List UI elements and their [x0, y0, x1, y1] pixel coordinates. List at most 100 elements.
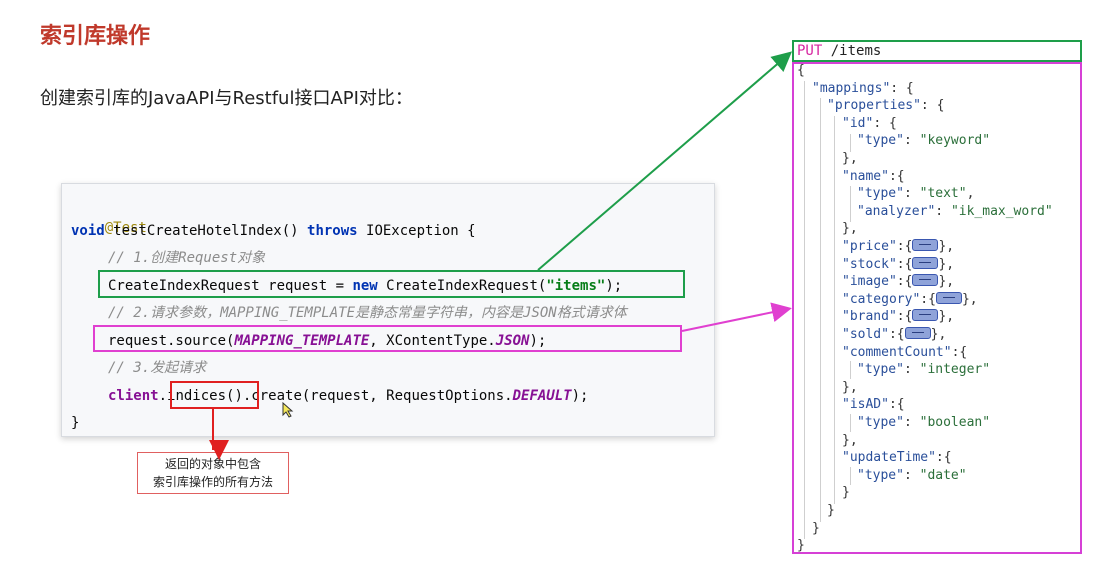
statement-end: ); [605, 278, 623, 294]
constructor-call: CreateIndexRequest( [377, 278, 547, 294]
json-line: "type": "keyword" [857, 132, 990, 150]
json-punct: } [812, 520, 820, 536]
json-punct: :{ [888, 397, 905, 413]
json-line: "updateTime":{ [842, 449, 952, 467]
json-value: "ik_max_word" [950, 203, 1053, 219]
collapsed-block-icon[interactable] [912, 239, 939, 251]
json-line: "id": { [842, 115, 897, 133]
json-key: "id" [842, 115, 874, 131]
indent-guide [820, 98, 821, 522]
indent-guide [850, 414, 851, 432]
index-name-string: "items" [546, 278, 606, 294]
json-key: "price" [842, 239, 897, 254]
collapsed-block-icon[interactable] [912, 309, 939, 322]
json-punct: : [903, 186, 920, 202]
dot: . [158, 388, 168, 404]
request-path: /items [822, 43, 882, 59]
json-punct: }, [961, 291, 978, 307]
json-punct: :{ [920, 291, 936, 307]
json-line: "mappings": { [812, 80, 914, 98]
json-punct: : [903, 133, 920, 149]
json-line: } [797, 537, 805, 555]
json-line: "analyzer": "ik_max_word" [857, 203, 1053, 221]
green-arrow [537, 51, 793, 271]
indent-guide [850, 361, 851, 379]
json-punct: :{ [896, 274, 913, 290]
json-punct: : { [890, 80, 914, 96]
indices-note-box: 返回的对象中包含 索引库操作的所有方法 [137, 452, 289, 494]
indent-guide [834, 116, 835, 504]
json-punct: :{ [888, 168, 905, 184]
default-const: DEFAULT [512, 388, 572, 404]
json-value: "boolean" [919, 415, 991, 430]
json-punct: : [903, 467, 920, 483]
collapsed-block-icon[interactable] [904, 327, 931, 339]
json-line: "properties": { [827, 97, 944, 115]
json-line: "commentCount":{ [842, 344, 967, 362]
json-punct: } [827, 503, 835, 518]
json-punct: }, [842, 151, 858, 166]
json-line: }, [842, 150, 858, 168]
json-line: "type": "integer" [857, 361, 990, 379]
json-punct: :{ [951, 344, 968, 360]
json-key: "isAD" [842, 397, 889, 413]
rest-request-line: PUT /items [792, 40, 1082, 62]
json-punct: :{ [888, 327, 905, 342]
json-punct: }, [842, 432, 858, 448]
create-call: .create(request, RequestOptions. [242, 388, 513, 404]
test-annotation: @Test [104, 220, 147, 236]
json-line: "name":{ [842, 168, 905, 186]
json-line: "type": "date" [857, 467, 967, 485]
json-punct: :{ [935, 450, 952, 466]
json-line: } [842, 484, 850, 502]
json-punct: } [842, 485, 850, 501]
code-line-source: request.source(MAPPING_TEMPLATE, XConten… [108, 329, 546, 353]
json-line: "isAD":{ [842, 396, 905, 414]
collapsed-block-icon[interactable] [912, 274, 939, 287]
indent-guide [804, 81, 805, 539]
json-punct: }, [930, 327, 947, 342]
indices-call: indices() [167, 388, 243, 404]
json-key: "category" [842, 291, 921, 307]
statement-end: ); [571, 388, 589, 404]
json-punct: }, [938, 274, 955, 290]
code-line-execute: client.indices().create(request, Request… [108, 384, 588, 408]
json-punct: : [935, 203, 951, 219]
json-body-panel: {"mappings": {"properties": {"id": {"typ… [792, 62, 1082, 554]
json-key: "updateTime" [842, 450, 936, 466]
json-punct: :{ [896, 256, 913, 272]
json-key: "properties" [827, 98, 921, 114]
json-line: "type": "boolean" [857, 414, 990, 432]
mapping-template-const: MAPPING_TEMPLATE [234, 333, 370, 349]
json-key: "name" [842, 168, 889, 184]
json-line: "image":{}, [842, 273, 954, 291]
json-value: "date" [919, 467, 967, 483]
note-line-1: 返回的对象中包含 [164, 457, 261, 471]
keyword-void: void [71, 223, 105, 239]
json-value: "integer" [919, 362, 991, 378]
note-line-2: 索引库操作的所有方法 [152, 475, 273, 489]
json-punct: } [797, 538, 805, 554]
indent-guide [850, 134, 851, 152]
json-key: "type" [857, 467, 904, 483]
collapsed-block-icon[interactable] [912, 256, 939, 269]
json-punct: :{ [896, 309, 913, 325]
json-punct: , [966, 186, 975, 202]
json-key: "type" [857, 362, 904, 378]
highlight-source-call [93, 325, 682, 352]
json-punct: }, [938, 239, 955, 254]
json-const: JSON [495, 333, 530, 349]
json-key: "mappings" [812, 80, 891, 96]
xcontent-type: , XContentType. [369, 333, 496, 349]
json-key: "brand" [842, 309, 897, 325]
json-line: "type": "text", [857, 185, 974, 203]
code-line-signature: void testCreateHotelIndex() throws IOExc… [71, 219, 476, 243]
request-declaration: CreateIndexRequest request = [108, 278, 353, 294]
collapsed-block-icon[interactable] [935, 291, 962, 304]
json-line: { [797, 62, 805, 80]
code-line-create-request: CreateIndexRequest request = new CreateI… [108, 274, 622, 298]
json-key: "image" [842, 274, 897, 290]
json-punct: :{ [896, 239, 913, 254]
json-value: "keyword" [919, 133, 991, 149]
